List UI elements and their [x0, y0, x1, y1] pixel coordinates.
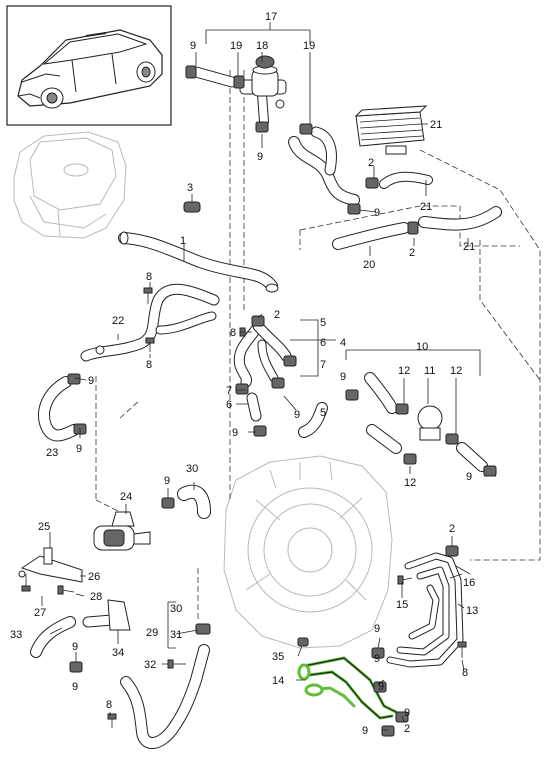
label-2: 2	[404, 723, 410, 735]
label-15: 15	[396, 599, 408, 611]
hose-30	[177, 484, 211, 519]
transmission-housing-ghost	[223, 455, 393, 649]
label-5: 5	[320, 317, 326, 329]
vehicle-inset	[6, 5, 172, 126]
pipes-13	[386, 552, 464, 668]
highlighted-pipe-14	[297, 656, 398, 720]
water-pump-24	[93, 511, 151, 551]
label-12: 12	[450, 365, 462, 377]
label-2: 2	[409, 247, 415, 259]
coolant-pipe-assembly-17	[190, 55, 287, 127]
label-21: 21	[463, 241, 475, 253]
label-9: 9	[294, 409, 300, 421]
right-hoses-10-12	[364, 372, 488, 472]
label-9: 9	[72, 641, 78, 653]
label-9: 9	[340, 371, 346, 383]
label-23: 23	[46, 447, 58, 459]
label-24: 24	[120, 491, 132, 503]
label-9: 9	[374, 623, 380, 635]
label-8: 8	[146, 359, 152, 371]
label-1: 1	[180, 235, 186, 247]
label-9: 9	[232, 427, 238, 439]
label-10: 10	[416, 341, 428, 353]
label-29: 29	[146, 627, 158, 639]
label-26: 26	[88, 571, 100, 583]
hose-1	[118, 231, 279, 293]
label-7: 7	[226, 385, 232, 397]
label-9: 9	[72, 681, 78, 693]
label-12: 12	[398, 365, 410, 377]
hose-clamps	[67, 65, 497, 737]
label-8: 8	[106, 699, 112, 711]
label-19: 19	[303, 40, 315, 52]
oil-cooler-21	[354, 105, 428, 155]
label-27: 27	[34, 607, 46, 619]
label-2: 2	[274, 309, 280, 321]
dashed-reference-lines	[95, 70, 541, 620]
label-9: 9	[88, 375, 94, 387]
label-6: 6	[226, 399, 232, 411]
label-18: 18	[256, 40, 268, 52]
label-21: 21	[430, 119, 442, 131]
label-28: 28	[90, 591, 102, 603]
label-8: 8	[146, 271, 152, 283]
label-2: 2	[368, 157, 374, 169]
hose-34	[82, 599, 131, 631]
label-9: 9	[466, 471, 472, 483]
label-9: 9	[76, 443, 82, 455]
label-30: 30	[186, 463, 198, 475]
label-20: 20	[363, 259, 375, 271]
label-19: 19	[230, 40, 242, 52]
label-13: 13	[466, 605, 478, 617]
label-11: 11	[424, 365, 435, 377]
lower-hose-bottom	[120, 644, 210, 749]
leader-lines	[41, 22, 496, 731]
label-22: 22	[112, 315, 124, 327]
label-3: 3	[187, 182, 193, 194]
label-32: 32	[144, 659, 156, 671]
bracket-25-26	[18, 547, 83, 583]
label-9: 9	[378, 681, 384, 693]
coolant-expansion-tank-ghost	[13, 131, 127, 239]
cooler-hoses	[288, 126, 502, 250]
label-6: 6	[320, 337, 326, 349]
label-9: 9	[257, 151, 263, 163]
label-9: 9	[374, 207, 380, 219]
label-2: 2	[449, 523, 455, 535]
hose-23	[38, 376, 80, 442]
label-30: 30	[170, 603, 182, 615]
part-labels: 17 9 19 18 19 21 9 2 3 9 21 1 2 21 20 8 …	[10, 11, 478, 737]
label-9: 9	[190, 40, 196, 52]
label-9: 9	[362, 725, 368, 737]
label-4: 4	[340, 337, 346, 349]
hose-22	[80, 283, 220, 362]
label-9: 9	[404, 707, 410, 719]
label-31: 31	[170, 629, 182, 641]
label-35: 35	[272, 651, 284, 663]
label-9: 9	[164, 475, 170, 487]
label-9: 9	[374, 653, 380, 665]
label-7: 7	[320, 359, 326, 371]
hose-33	[30, 616, 76, 658]
label-16: 16	[463, 577, 475, 589]
label-8: 8	[230, 327, 236, 339]
label-8: 8	[462, 667, 468, 679]
label-14: 14	[272, 675, 284, 687]
label-25: 25	[38, 521, 50, 533]
car-icon	[17, 29, 163, 109]
label-21: 21	[420, 201, 432, 213]
label-33: 33	[10, 629, 22, 641]
label-34: 34	[112, 647, 124, 659]
center-hoses-4-7	[233, 320, 328, 438]
label-5: 5	[320, 407, 326, 419]
label-12: 12	[404, 477, 416, 489]
label-17: 17	[265, 11, 277, 23]
